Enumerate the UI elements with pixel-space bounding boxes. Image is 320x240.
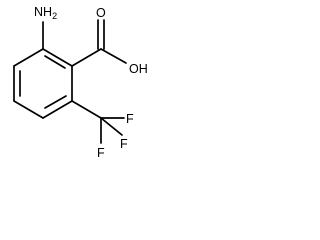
benzene-ring <box>13 48 73 119</box>
ring-double-bond-inner-1 <box>44 55 66 69</box>
bond-carboxyl-c-oh <box>100 48 127 64</box>
chemical-structure: NH2 O OH F F F <box>13 5 148 160</box>
ring-bond-c4-c5 <box>13 100 44 119</box>
amino-label: NH2 <box>34 5 57 21</box>
bond-c2-carboxyl-c <box>71 48 102 67</box>
ring-double-bond-inner-2 <box>44 95 67 109</box>
amino-text: NH <box>34 5 52 19</box>
ring-bond-c1-c2 <box>42 48 73 67</box>
hydroxyl-label: OH <box>129 62 148 76</box>
fluorine-label-1: F <box>126 112 134 126</box>
bond-c3-cf3-c <box>71 100 102 119</box>
ring-bond-c3-c4 <box>42 100 73 119</box>
amino-subscript: 2 <box>52 11 57 21</box>
bond-cf3-f2 <box>100 117 123 136</box>
carbonyl-oxygen-label: O <box>96 6 106 20</box>
fluorine-label-2: F <box>120 137 128 151</box>
ring-bond-c6-c1 <box>13 48 44 67</box>
fluorine-label-3: F <box>97 146 105 160</box>
